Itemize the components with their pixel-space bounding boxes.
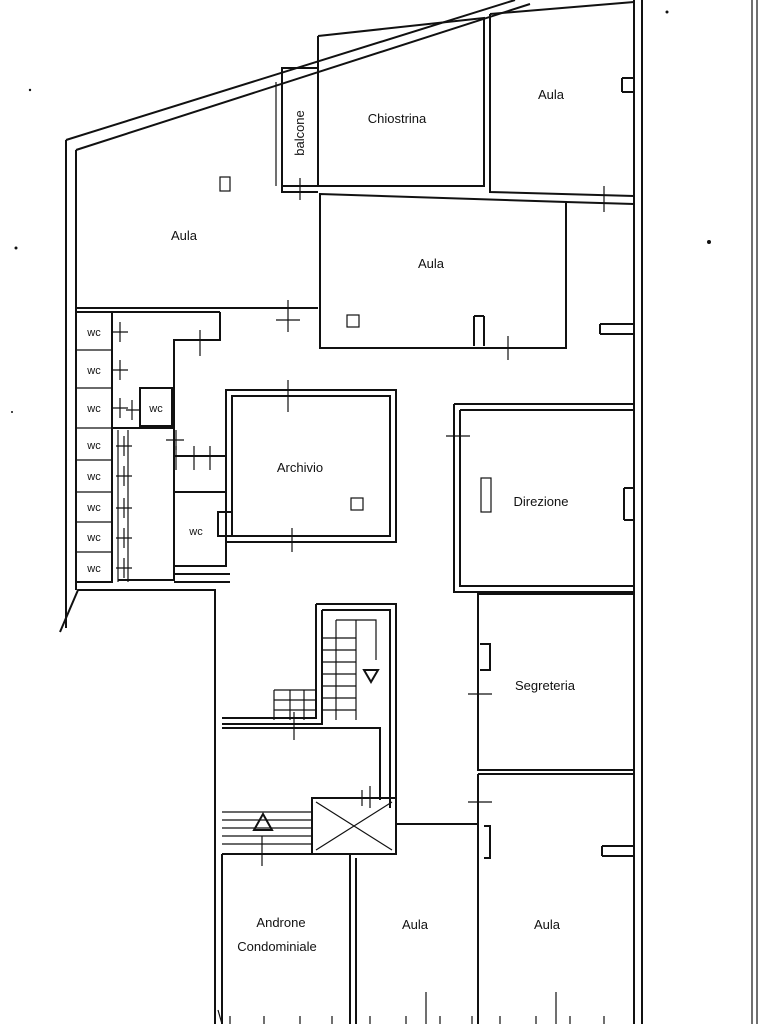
label-aula-center: Aula <box>418 256 445 271</box>
column-marker <box>346 314 360 328</box>
wc-label: wc <box>86 440 101 452</box>
label-aula-top-right: Aula <box>538 87 565 102</box>
label-archivio: Archivio <box>277 460 323 475</box>
label-aula-bottom-mid: Aula <box>402 917 429 932</box>
column-marker <box>350 497 364 511</box>
label-aula-top-left: Aula <box>171 228 198 243</box>
wc-label: wc <box>86 365 101 377</box>
top-rooms <box>76 1 635 349</box>
wc-label: wc <box>148 403 163 415</box>
room-labels: Aula Chiostrina balcone Aula Aula Archiv… <box>171 87 576 954</box>
wc-label: wc <box>188 526 203 538</box>
label-balcone: balcone <box>292 110 307 156</box>
wc-label: wc <box>86 471 101 483</box>
central-rooms <box>217 389 635 1024</box>
margin-marks <box>11 10 711 413</box>
outer-walls <box>59 0 758 1024</box>
wc-labels: wc wc wc wc wc wc wc wc wc wc <box>86 327 203 575</box>
label-aula-bottom-right: Aula <box>534 917 561 932</box>
door-marks <box>112 178 605 1024</box>
label-androne-line2: Condominiale <box>237 939 317 954</box>
lift-shaft <box>311 797 397 855</box>
label-androne-line1: Androne <box>256 915 305 930</box>
label-segreteria: Segreteria <box>515 678 576 693</box>
wc-label: wc <box>86 403 101 415</box>
column-marker <box>480 477 492 513</box>
wc-label: wc <box>86 532 101 544</box>
column-marker <box>219 176 231 192</box>
label-chiostrina: Chiostrina <box>368 111 427 126</box>
label-direzione: Direzione <box>514 494 569 509</box>
wc-label: wc <box>86 563 101 575</box>
stairwell <box>221 603 478 1024</box>
wc-label: wc <box>86 502 101 514</box>
wc-label: wc <box>86 327 101 339</box>
